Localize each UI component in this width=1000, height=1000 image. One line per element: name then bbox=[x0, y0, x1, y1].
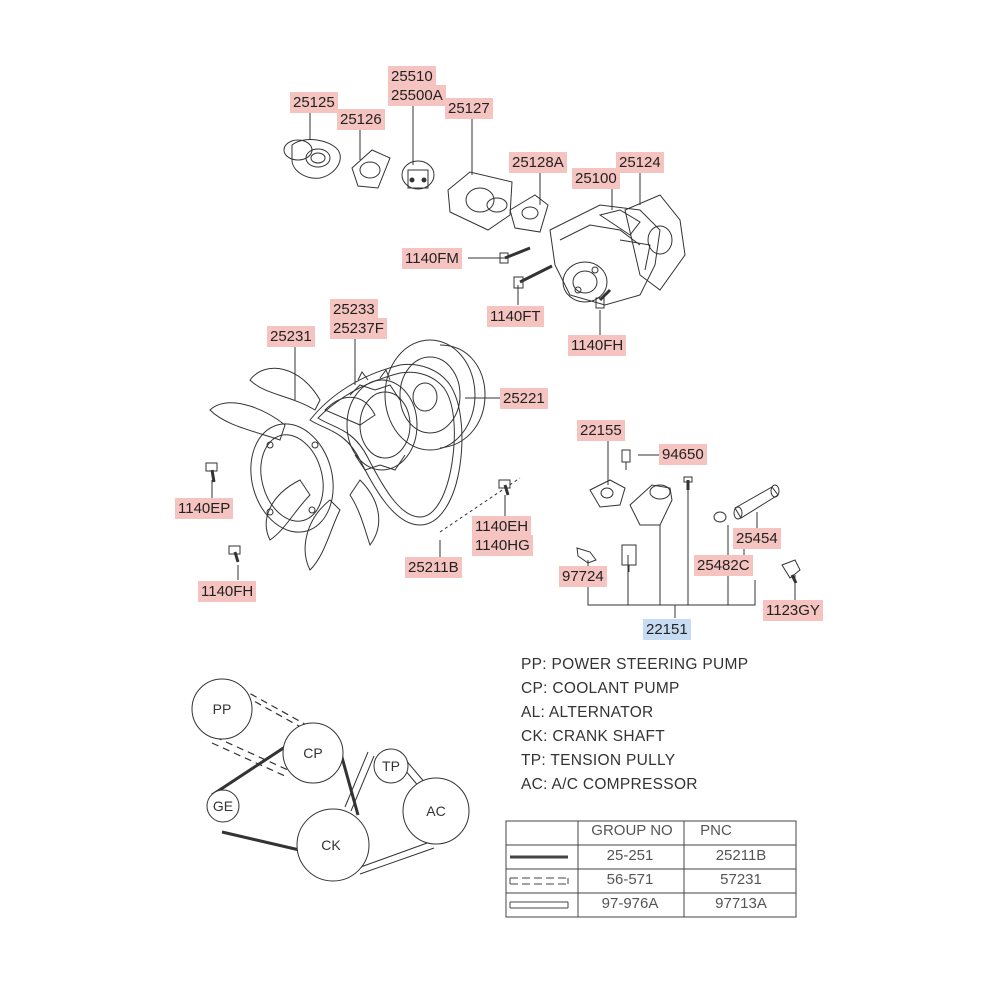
callout-1140fh-bottom[interactable]: 1140FH bbox=[198, 581, 257, 602]
callout-1140hg[interactable]: 1140HG bbox=[472, 535, 533, 556]
legend-ck: CK: CRANK SHAFT bbox=[521, 728, 666, 745]
callout-25100[interactable]: 25100 bbox=[572, 168, 620, 189]
legend-tp: TP: TENSION PULLY bbox=[521, 752, 676, 769]
callout-25128a[interactable]: 25128A bbox=[509, 152, 567, 173]
callout-1140eh[interactable]: 1140EH bbox=[472, 516, 532, 537]
bolt-1140fh-drawing bbox=[595, 288, 612, 309]
bolt-1140ep-drawing bbox=[205, 462, 218, 483]
sensor-94650-drawing bbox=[621, 449, 631, 470]
gasket-2-drawing bbox=[509, 194, 549, 233]
water-pump-drawing bbox=[549, 194, 686, 306]
drive-belt-drawing bbox=[309, 363, 463, 526]
callout-1123gy[interactable]: 1123GY bbox=[763, 600, 823, 621]
pulley-drawing bbox=[384, 339, 486, 451]
legend-cp: CP: COOLANT PUMP bbox=[521, 680, 680, 697]
bolt-1140eh-drawing bbox=[498, 479, 511, 496]
table-row-1-group-no[interactable]: 25-251 bbox=[606, 847, 654, 864]
bolt-small-drawing bbox=[683, 476, 693, 490]
callout-25482c[interactable]: 25482C bbox=[694, 555, 753, 576]
pulley-ac-label: AC bbox=[426, 803, 445, 819]
cooling-fan-drawing bbox=[209, 367, 380, 571]
pulley-ck-label: CK bbox=[321, 837, 341, 853]
pulley-pp-label: PP bbox=[213, 701, 232, 717]
legend-pp: PP: POWER STEERING PUMP bbox=[521, 656, 749, 673]
pulley-cp-label: CP bbox=[303, 745, 322, 761]
callout-22151[interactable]: 22151 bbox=[643, 619, 691, 640]
callout-25125[interactable]: 25125 bbox=[290, 92, 338, 113]
table-row-2-group-no[interactable]: 56-571 bbox=[606, 871, 654, 888]
belt-layout-schematic: PP CP GE TP CK AC bbox=[191, 678, 470, 882]
thermostat-housing-drawing bbox=[283, 139, 341, 179]
thermostat-drawing bbox=[401, 160, 435, 190]
table-row-1-pnc[interactable]: 25211B bbox=[715, 847, 767, 864]
legend-al: AL: ALTERNATOR bbox=[521, 704, 654, 721]
callout-22155[interactable]: 22155 bbox=[577, 420, 625, 441]
water-outlet-drawing bbox=[629, 484, 673, 526]
table-row-2-pnc[interactable]: 57231 bbox=[720, 871, 762, 888]
callout-97724[interactable]: 97724 bbox=[559, 566, 607, 587]
callout-25211b[interactable]: 25211B bbox=[405, 557, 462, 578]
gasket-drawing bbox=[351, 149, 391, 189]
callout-25126[interactable]: 25126 bbox=[337, 109, 385, 130]
sensor-97724-drawing bbox=[576, 547, 597, 564]
callout-25231[interactable]: 25231 bbox=[267, 326, 315, 347]
callout-1140fm[interactable]: 1140FM bbox=[402, 248, 462, 269]
bolt-1140fh-2-drawing bbox=[228, 545, 241, 563]
sensor-module-drawing bbox=[621, 544, 637, 572]
belt-table-grid bbox=[505, 820, 797, 918]
callout-25124[interactable]: 25124 bbox=[616, 152, 664, 173]
callout-25237f[interactable]: 25237F bbox=[330, 318, 387, 339]
table-row-3-pnc[interactable]: 97713A bbox=[715, 895, 767, 912]
plug-1123gy-drawing bbox=[781, 559, 801, 584]
callout-25500a[interactable]: 25500A bbox=[388, 85, 446, 106]
callout-1140ep[interactable]: 1140EP bbox=[175, 498, 234, 519]
clamp-25482c-drawing bbox=[713, 511, 727, 523]
bolt-1140fm-drawing bbox=[499, 246, 531, 264]
table-header-group-no: GROUP NO bbox=[591, 822, 673, 839]
table-header-pnc: PNC bbox=[700, 822, 732, 839]
callout-1140ft[interactable]: 1140FT bbox=[487, 306, 544, 327]
callout-25127[interactable]: 25127 bbox=[445, 98, 493, 119]
gasket-22155-drawing bbox=[589, 479, 626, 508]
callout-94650[interactable]: 94650 bbox=[659, 444, 707, 465]
hose-25454-drawing bbox=[733, 484, 780, 520]
bolt-1140ft-drawing bbox=[513, 264, 553, 289]
callout-25233[interactable]: 25233 bbox=[330, 299, 378, 320]
pulley-tp-label: TP bbox=[382, 758, 400, 774]
water-inlet-fitting-drawing bbox=[447, 171, 513, 231]
legend-ac: AC: A/C COMPRESSOR bbox=[521, 776, 698, 793]
callout-25454[interactable]: 25454 bbox=[733, 528, 781, 549]
table-row-3-group-no[interactable]: 97-976A bbox=[601, 895, 659, 912]
callout-1140fh-top[interactable]: 1140FH bbox=[568, 335, 627, 356]
pulley-ge-label: GE bbox=[213, 798, 233, 814]
callout-25221[interactable]: 25221 bbox=[500, 388, 548, 409]
callout-25510[interactable]: 25510 bbox=[388, 66, 436, 87]
